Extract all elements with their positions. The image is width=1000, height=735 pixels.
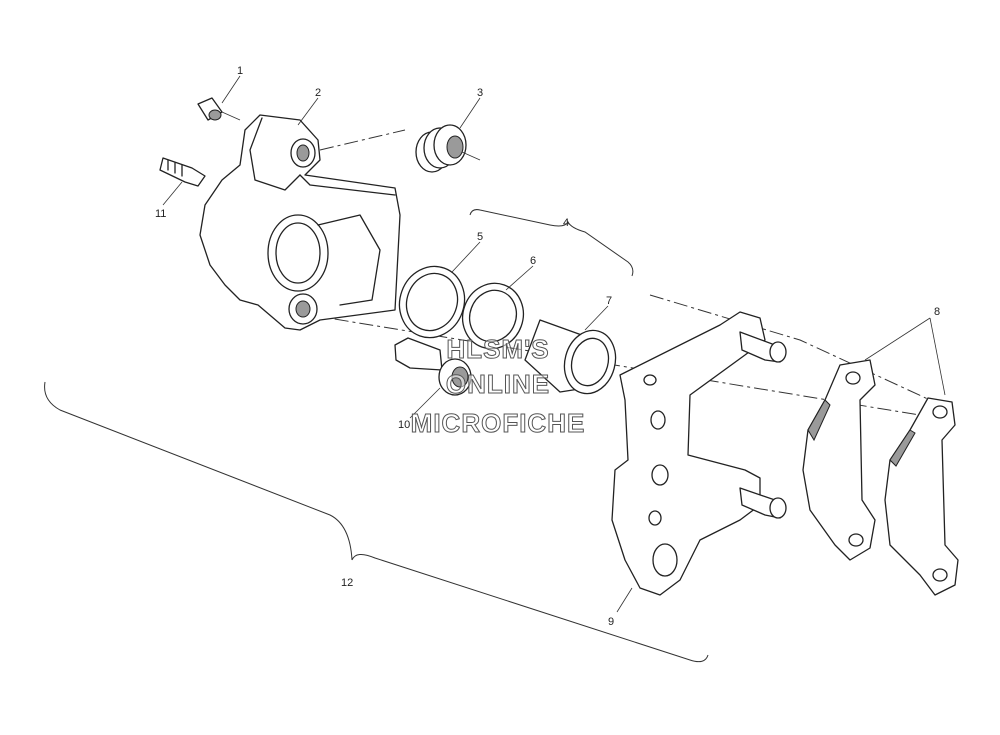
part-10-slide-pin — [394, 337, 472, 396]
leader-1 — [221, 75, 241, 104]
part-2-caliper-body — [199, 114, 401, 331]
centerline-upper — [319, 129, 406, 151]
part-5-piston-seal — [398, 265, 466, 339]
leader-3 — [459, 97, 481, 129]
callout-10: 10 — [398, 419, 410, 431]
watermark-line-1: HLSM'S — [446, 334, 549, 364]
leader-7 — [584, 305, 609, 331]
callout-2: 2 — [315, 87, 321, 99]
leader-9 — [616, 587, 633, 613]
part-6-dust-seal — [461, 282, 525, 350]
part-8-brake-pads — [802, 359, 959, 596]
part-1-bushing — [197, 97, 241, 121]
callout-9: 9 — [608, 616, 614, 628]
callout-4: 4 — [563, 217, 569, 229]
callout-11: 11 — [155, 208, 166, 220]
leader-5 — [451, 241, 481, 273]
callout-6: 6 — [530, 255, 536, 267]
part-7-piston — [524, 319, 617, 395]
callout-8: 8 — [934, 306, 940, 318]
centerline-pin — [649, 294, 931, 401]
callout-12: 12 — [341, 577, 353, 589]
watermark: HLSM'S ONLINE MICROFICHE — [410, 334, 586, 439]
callout-7: 7 — [606, 295, 612, 307]
leader-10 — [409, 387, 441, 419]
bracket-12 — [44, 381, 709, 663]
watermark-line-3: MICROFICHE — [411, 408, 586, 438]
leader-2 — [297, 97, 319, 126]
callout-3: 3 — [477, 87, 483, 99]
part-9-mounting-bracket — [611, 311, 787, 596]
part-11-bleeder-screw — [159, 157, 206, 187]
leader-11 — [162, 181, 183, 206]
leader-6 — [505, 265, 534, 291]
leader-8a — [864, 317, 931, 361]
watermark-line-2: ONLINE — [446, 369, 550, 399]
leader-8b — [929, 317, 946, 396]
callout-1: 1 — [237, 65, 243, 77]
part-3-boot-seal — [415, 124, 481, 173]
bracket-4 — [469, 209, 634, 277]
callout-5: 5 — [477, 231, 483, 243]
